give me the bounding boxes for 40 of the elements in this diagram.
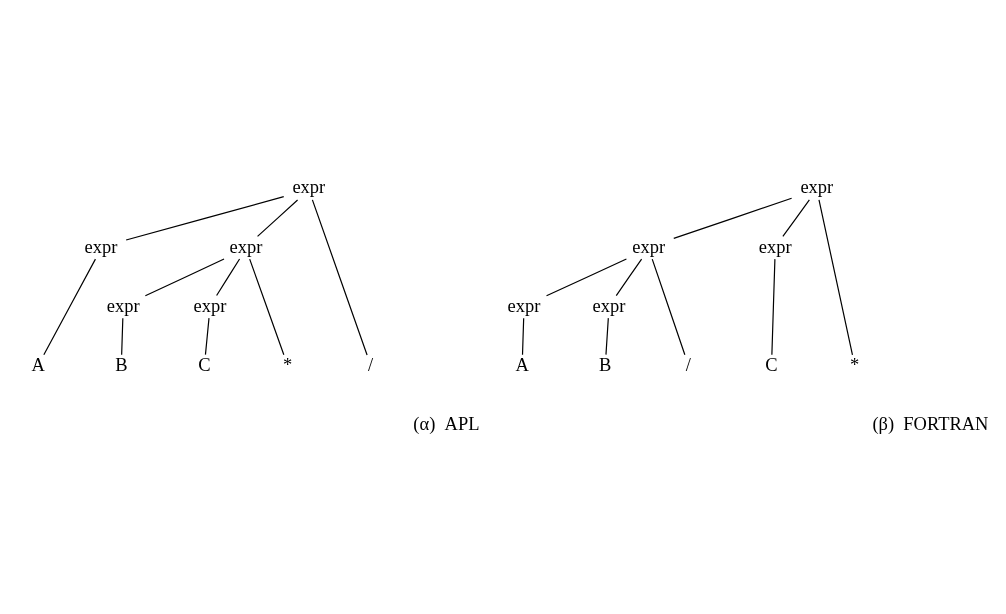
node-text: expr xyxy=(632,236,666,257)
connector xyxy=(818,199,854,356)
connector xyxy=(43,258,97,356)
node-text: * xyxy=(850,354,860,375)
node-text: A xyxy=(31,354,45,375)
connector xyxy=(771,258,776,356)
connector xyxy=(605,317,609,356)
node-text: expr xyxy=(193,295,227,316)
connector xyxy=(144,258,225,297)
connector xyxy=(249,258,285,356)
node-text: expr xyxy=(758,236,792,257)
connector xyxy=(121,317,124,356)
node-text: C xyxy=(198,354,211,375)
node-text: expr xyxy=(292,177,326,198)
connector xyxy=(125,196,285,241)
connector xyxy=(545,258,627,297)
connector xyxy=(651,258,686,356)
node-text: expr xyxy=(507,295,541,316)
node-text: * xyxy=(282,354,293,375)
node-text: / xyxy=(368,354,374,375)
label: (β) FORTRAN xyxy=(872,413,989,434)
connector xyxy=(782,199,810,238)
connector xyxy=(256,199,299,238)
node-text: B xyxy=(599,354,612,375)
node-text: expr xyxy=(229,236,263,257)
node-text: expr xyxy=(592,295,626,316)
node-text: B xyxy=(115,354,128,375)
node-text: / xyxy=(685,354,691,375)
connector xyxy=(615,258,643,297)
connector xyxy=(311,199,368,356)
node-text: expr xyxy=(84,236,118,257)
connector xyxy=(204,317,210,356)
label: (α) APL xyxy=(413,413,480,434)
connector xyxy=(216,258,241,297)
connector xyxy=(673,197,793,240)
node-text: A xyxy=(515,354,529,375)
node-text: C xyxy=(765,354,778,375)
connector xyxy=(521,317,525,356)
node-text: expr xyxy=(800,177,834,198)
node-text: expr xyxy=(106,295,140,316)
